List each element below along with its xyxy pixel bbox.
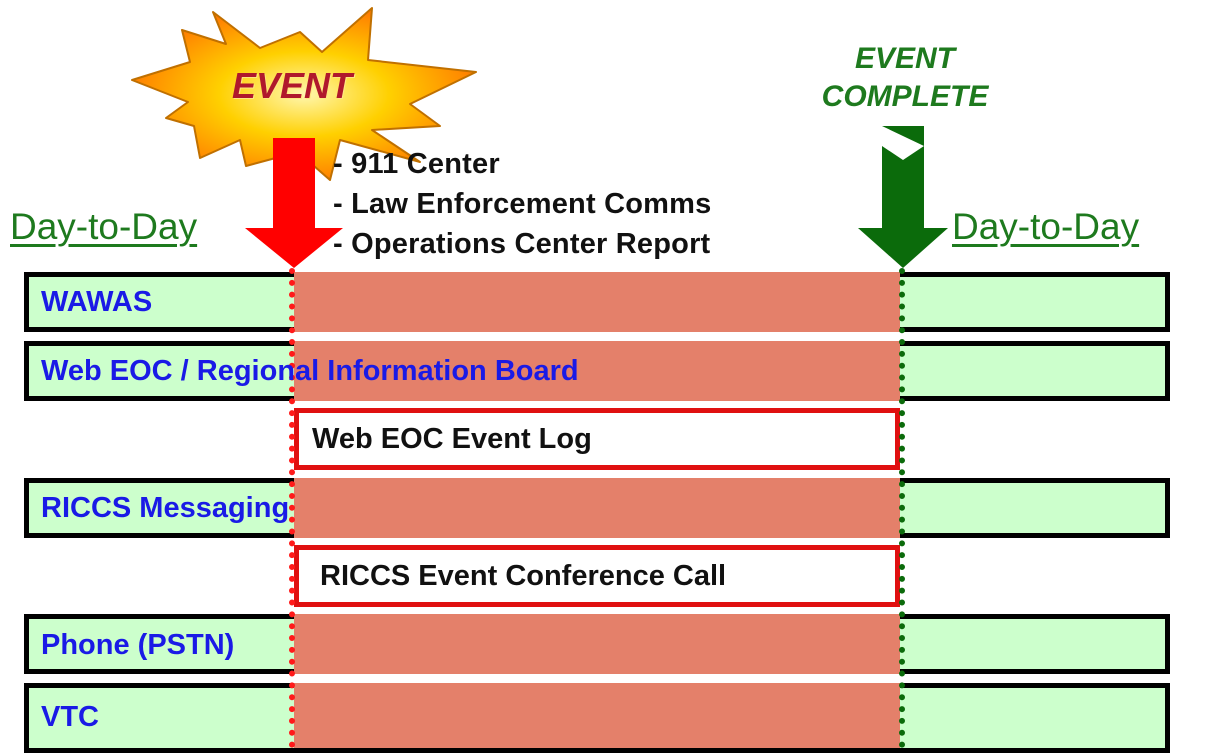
source-item-law-enforcement: - Law Enforcement Comms <box>333 188 712 220</box>
event-start-dotted-line <box>289 268 295 748</box>
event-complete-label: EVENT COMPLETE <box>800 40 1010 116</box>
event-complete-line1: EVENT <box>854 42 956 75</box>
event-window-fill-vtc <box>294 683 900 748</box>
source-item-911: - 911 Center <box>333 148 500 180</box>
event-source-list: - 911 Center - Law Enforcement Comms - O… <box>333 144 711 264</box>
channel-label-vtc: VTC <box>41 701 99 733</box>
channel-label-riccs: RICCS Messaging <box>41 492 290 524</box>
event-label-web-eoc-log: Web EOC Event Log <box>312 423 592 455</box>
event-box-riccs-conference <box>294 545 900 607</box>
event-box-web-eoc-log <box>294 408 900 470</box>
event-window-fill-riccs <box>294 478 900 538</box>
day-to-day-left-heading: Day-to-Day <box>10 206 198 247</box>
source-item-operations-center: - Operations Center Report <box>333 228 711 260</box>
event-window-fill-web-eoc <box>294 341 900 401</box>
event-burst-label: EVENT <box>232 65 353 106</box>
channel-label-wawas: WAWAS <box>41 286 153 318</box>
event-end-dotted-line <box>899 268 905 748</box>
channel-label-web-eoc: Web EOC / Regional Information Board <box>41 355 579 387</box>
day-to-day-right-heading: Day-to-Day <box>952 206 1140 247</box>
event-window-fill-wawas <box>294 272 900 332</box>
event-window-fill-phone <box>294 614 900 674</box>
event-start-arrow-icon <box>245 138 343 268</box>
event-complete-line2: COMPLETE <box>821 80 989 113</box>
event-burst-icon <box>131 7 477 181</box>
event-label-riccs-conference: RICCS Event Conference Call <box>320 560 727 592</box>
event-complete-arrow-icon <box>858 126 948 268</box>
channel-label-phone: Phone (PSTN) <box>41 629 235 661</box>
